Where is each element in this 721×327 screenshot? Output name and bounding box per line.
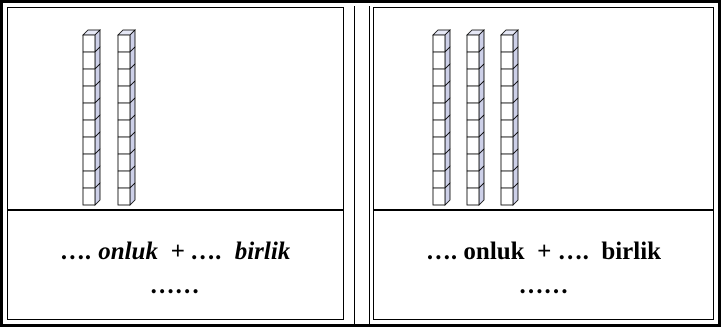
unit-cube bbox=[466, 34, 480, 53]
answer-line-total: …… bbox=[150, 272, 201, 299]
panel-two-tens: …. onluk + …. birlik …… bbox=[7, 7, 344, 320]
unit-cube bbox=[500, 34, 514, 53]
unit-cube bbox=[466, 153, 480, 172]
unit-cube bbox=[117, 51, 131, 70]
unit-cube bbox=[82, 119, 96, 138]
unit-cube bbox=[500, 170, 514, 189]
ten-rod bbox=[117, 29, 136, 206]
unit-cube bbox=[432, 68, 446, 87]
unit-cube bbox=[500, 119, 514, 138]
ten-rod bbox=[82, 29, 101, 206]
unit-cube bbox=[117, 85, 131, 104]
unit-cube bbox=[466, 187, 480, 206]
unit-cube bbox=[432, 170, 446, 189]
unit-cube bbox=[466, 51, 480, 70]
unit-cube bbox=[117, 34, 131, 53]
unit-cube bbox=[500, 136, 514, 155]
unit-cube bbox=[82, 102, 96, 121]
unit-cube bbox=[82, 51, 96, 70]
unit-cube bbox=[432, 153, 446, 172]
unit-cube bbox=[117, 102, 131, 121]
unit-cube bbox=[117, 153, 131, 172]
answer-line-tens-ones: …. onluk + …. birlik bbox=[425, 238, 662, 265]
unit-cube bbox=[117, 68, 131, 87]
unit-cube bbox=[82, 68, 96, 87]
unit-cube bbox=[82, 85, 96, 104]
unit-cube bbox=[432, 136, 446, 155]
frame-divider-right bbox=[369, 6, 370, 327]
answer-line-total: …… bbox=[518, 272, 569, 299]
ten-rod bbox=[432, 29, 451, 206]
unit-cube bbox=[466, 136, 480, 155]
unit-cube bbox=[432, 119, 446, 138]
unit-cube bbox=[500, 51, 514, 70]
base-ten-picture bbox=[8, 8, 343, 209]
unit-cube bbox=[500, 153, 514, 172]
base-ten-picture bbox=[374, 8, 713, 209]
unit-cube bbox=[82, 187, 96, 206]
unit-cube bbox=[117, 119, 131, 138]
ten-rod bbox=[466, 29, 485, 206]
unit-cube bbox=[117, 170, 131, 189]
panel-three-tens: …. onluk + …. birlik …… bbox=[373, 7, 714, 320]
unit-cube bbox=[82, 170, 96, 189]
answer-line-tens-ones: …. onluk + …. birlik bbox=[60, 238, 291, 265]
unit-cube bbox=[500, 187, 514, 206]
unit-cube bbox=[500, 85, 514, 104]
unit-cube bbox=[432, 102, 446, 121]
unit-cube bbox=[117, 187, 131, 206]
unit-cube bbox=[432, 34, 446, 53]
unit-cube bbox=[82, 136, 96, 155]
unit-cube bbox=[466, 85, 480, 104]
unit-cube bbox=[466, 170, 480, 189]
panel-divider bbox=[374, 209, 713, 211]
answer-caption: …. onluk + …. birlik …… bbox=[374, 211, 713, 319]
unit-cube bbox=[432, 51, 446, 70]
unit-cube bbox=[466, 102, 480, 121]
panel-divider bbox=[8, 209, 343, 211]
unit-cube bbox=[466, 68, 480, 87]
frame-divider-left bbox=[354, 6, 355, 327]
unit-cube bbox=[466, 119, 480, 138]
unit-cube bbox=[82, 34, 96, 53]
unit-cube bbox=[500, 102, 514, 121]
unit-cube bbox=[432, 187, 446, 206]
unit-cube bbox=[82, 153, 96, 172]
unit-cube bbox=[500, 68, 514, 87]
unit-cube bbox=[432, 85, 446, 104]
ten-rod bbox=[500, 29, 519, 206]
answer-caption: …. onluk + …. birlik …… bbox=[8, 211, 343, 319]
unit-cube bbox=[117, 136, 131, 155]
